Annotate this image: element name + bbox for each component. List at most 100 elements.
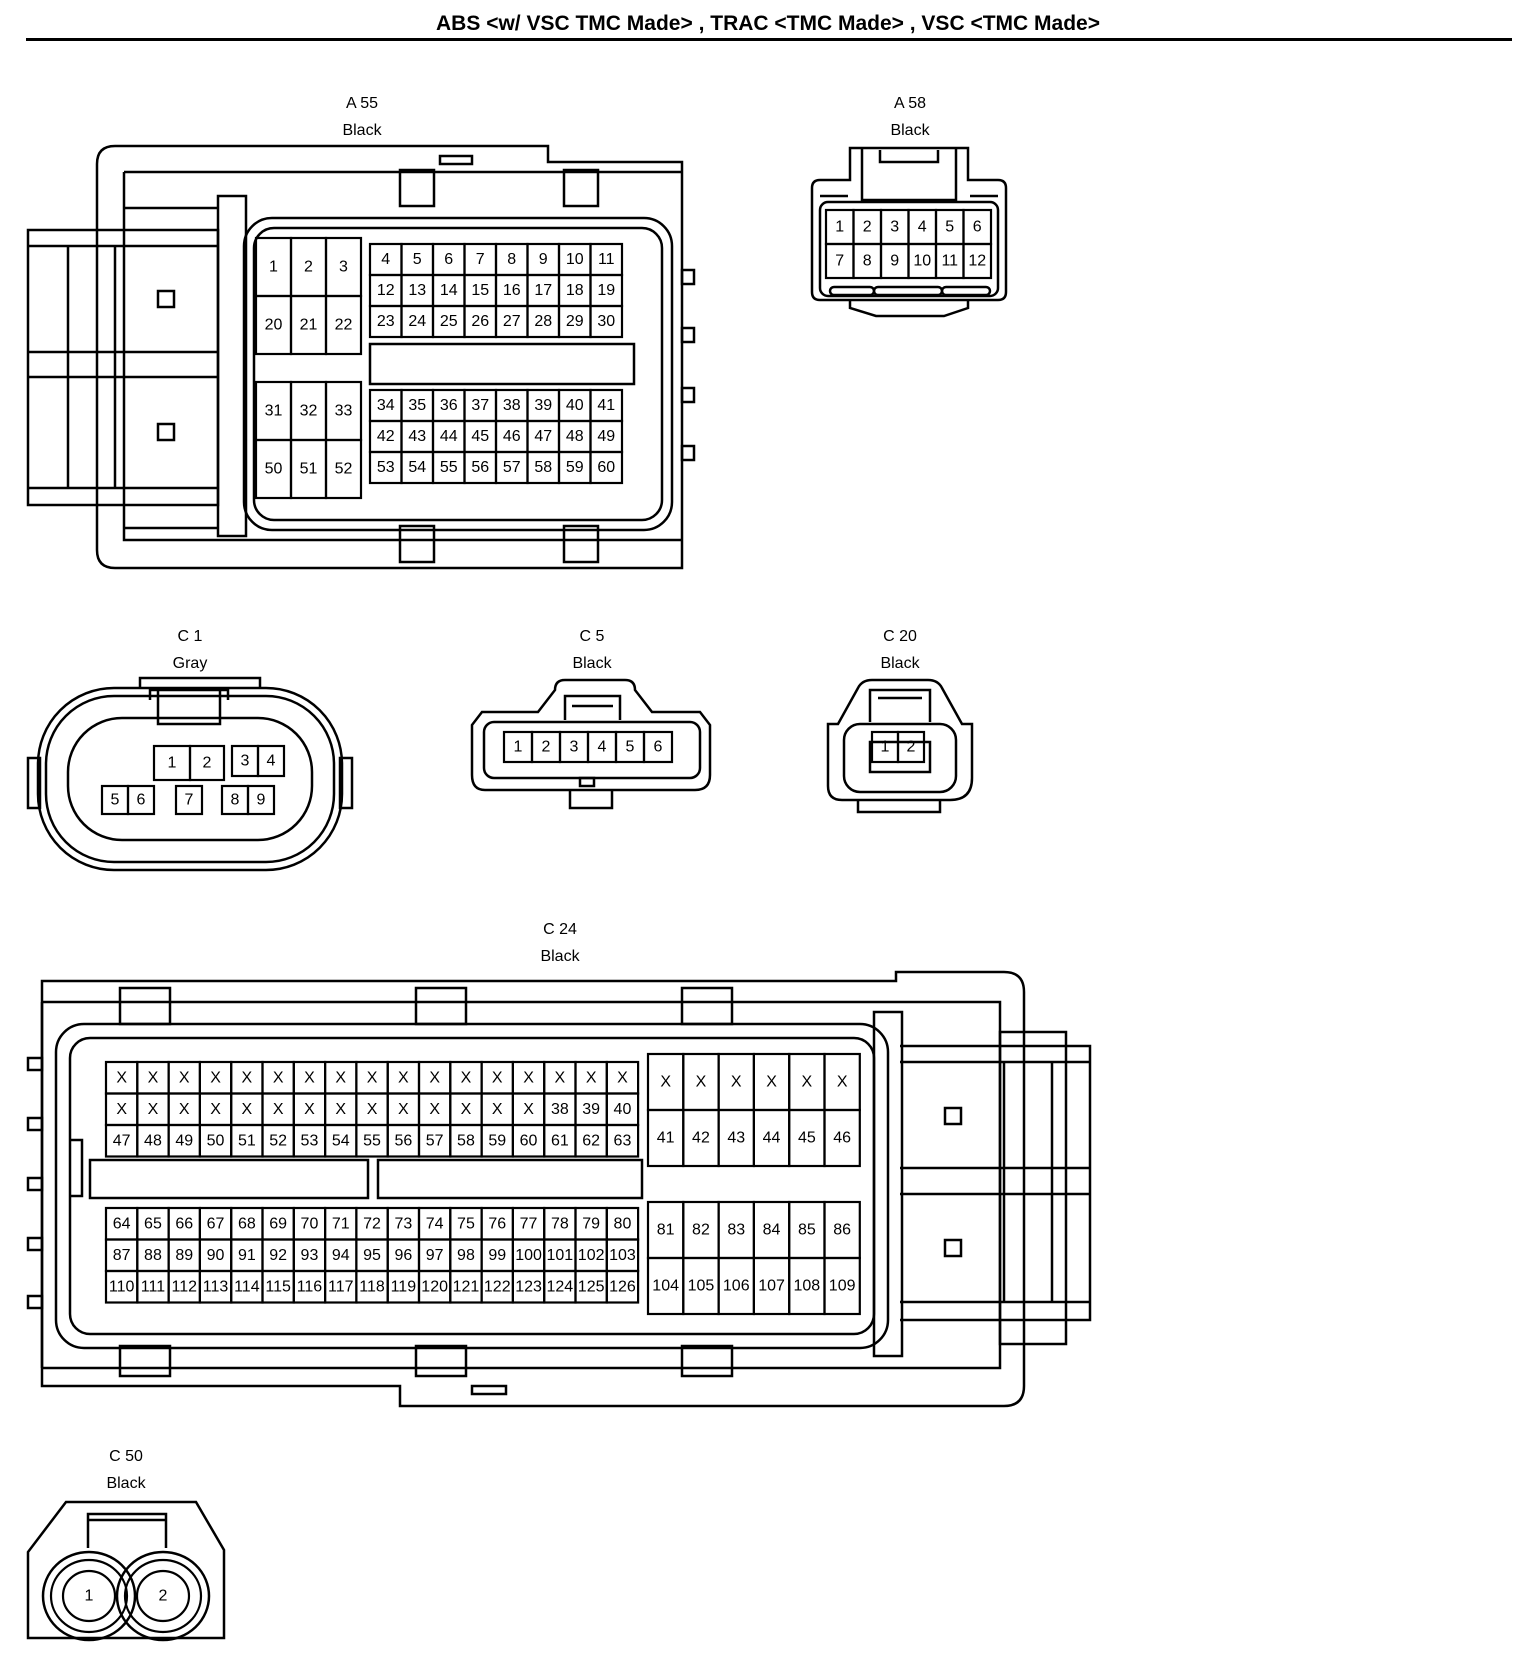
connector-c24-body [40, 970, 1026, 1408]
pin-label: 86 [833, 1222, 851, 1239]
pin-label: 79 [582, 1215, 600, 1232]
connector-c24-side-tab [26, 1116, 44, 1132]
pin-label: 8 [231, 792, 240, 809]
pin-label: 9 [890, 253, 899, 270]
connector-c50-color: Black [106, 1475, 146, 1492]
connector-a55-key-slot [368, 342, 636, 386]
pin-label: 4 [598, 739, 607, 756]
pin-label: 46 [833, 1130, 851, 1147]
pin-label: 109 [829, 1278, 856, 1295]
pin-label: 67 [207, 1215, 225, 1232]
connector-c50-lock [86, 1512, 168, 1548]
pin-cell [61, 1569, 117, 1623]
pin-label: 24 [408, 313, 426, 330]
pin-label: 107 [758, 1278, 785, 1295]
pin-unused-mark: X [179, 1101, 190, 1118]
pin-label: 16 [503, 282, 521, 299]
pin-label: 14 [440, 282, 458, 299]
connector-a55-lock-bar [216, 194, 248, 538]
pin-label: 122 [484, 1278, 511, 1295]
pin-label: 97 [426, 1247, 444, 1264]
pin-label: 2 [863, 219, 872, 236]
pin-label: 77 [520, 1215, 538, 1232]
pin-label: 102 [578, 1247, 605, 1264]
connector-c24-face-inner [68, 1036, 876, 1336]
pin-unused-mark: X [242, 1069, 253, 1086]
title-rule [26, 38, 1512, 41]
pin-label: 43 [727, 1130, 745, 1147]
pin-unused-mark: X [429, 1069, 440, 1086]
connector-a55-side-tab [680, 268, 696, 286]
pin-cell [896, 730, 926, 764]
pin-label: 22 [335, 317, 353, 334]
pin-label: 106 [723, 1278, 750, 1295]
connector-c50-body [26, 1500, 226, 1640]
pin-label: 94 [332, 1247, 350, 1264]
pin-label: 19 [597, 282, 615, 299]
pin-label: 91 [238, 1247, 256, 1264]
pin-unused-mark: X [586, 1069, 597, 1086]
pin-cell [642, 730, 674, 764]
pin-ring [123, 1558, 203, 1634]
pin-cell [135, 1569, 191, 1623]
connector-a55-tab [438, 154, 474, 166]
connector-a58-body [810, 146, 1008, 302]
pin-label: 48 [144, 1132, 162, 1149]
pin-label: 58 [534, 459, 552, 476]
pin-cell [823, 1108, 861, 1168]
pin-label: 111 [141, 1278, 165, 1295]
connector-c5-lock [563, 694, 622, 810]
connector-c50-cavity [41, 1550, 137, 1642]
pin-label: 2 [159, 1588, 168, 1605]
pin-label: 12 [377, 282, 395, 299]
connector-a55-side-tab [680, 444, 696, 462]
pin-label: 88 [144, 1247, 162, 1264]
pin-label: 84 [763, 1222, 781, 1239]
pin-label: 98 [457, 1247, 475, 1264]
pin-label: 117 [328, 1278, 354, 1295]
pin-label: 28 [534, 313, 552, 330]
connector-a55-side-tab [680, 326, 696, 344]
pin-label: 65 [144, 1215, 162, 1232]
connector-a55-tab [398, 524, 436, 564]
connector-a55-body [95, 144, 684, 570]
connector-c24-tab [414, 986, 468, 1026]
pin-cell [589, 450, 624, 485]
connector-c24-latch-top [998, 1030, 1068, 1346]
connector-c24-side-tab [26, 1056, 44, 1072]
pin-label: 5 [111, 792, 120, 809]
connector-c20-color: Black [880, 655, 920, 672]
connector-a55-tab [562, 524, 600, 564]
pin-label: 119 [391, 1278, 417, 1295]
pin-label: 62 [582, 1132, 600, 1149]
pin-label: 90 [207, 1247, 225, 1264]
pin-unused-mark: X [837, 1074, 848, 1091]
pin-label: 95 [363, 1247, 381, 1264]
connector-a58-lock [820, 148, 998, 318]
pin-cell [324, 294, 363, 356]
pin-label: 41 [597, 397, 615, 414]
connector-c24-name: C 24 [543, 921, 577, 938]
page-title: ABS <w/ VSC TMC Made> , TRAC <TMC Made> … [436, 12, 1100, 35]
pin-label: 50 [265, 461, 283, 478]
pin-label: 58 [457, 1132, 475, 1149]
pin-label: 31 [265, 403, 283, 420]
pin-unused-mark: X [492, 1069, 503, 1086]
pin-label: 2 [203, 755, 212, 772]
pin-label: 44 [440, 428, 458, 445]
connector-c24-tab [470, 1384, 508, 1396]
connector-c20-base [856, 800, 942, 814]
pin-label: 4 [267, 753, 276, 770]
pin-label: 6 [973, 219, 982, 236]
pin-label: 56 [471, 459, 489, 476]
pin-label: 113 [203, 1278, 229, 1295]
connector-c5-name: C 5 [580, 628, 605, 645]
pin-label: 34 [377, 397, 395, 414]
pin-label: 70 [301, 1215, 319, 1232]
